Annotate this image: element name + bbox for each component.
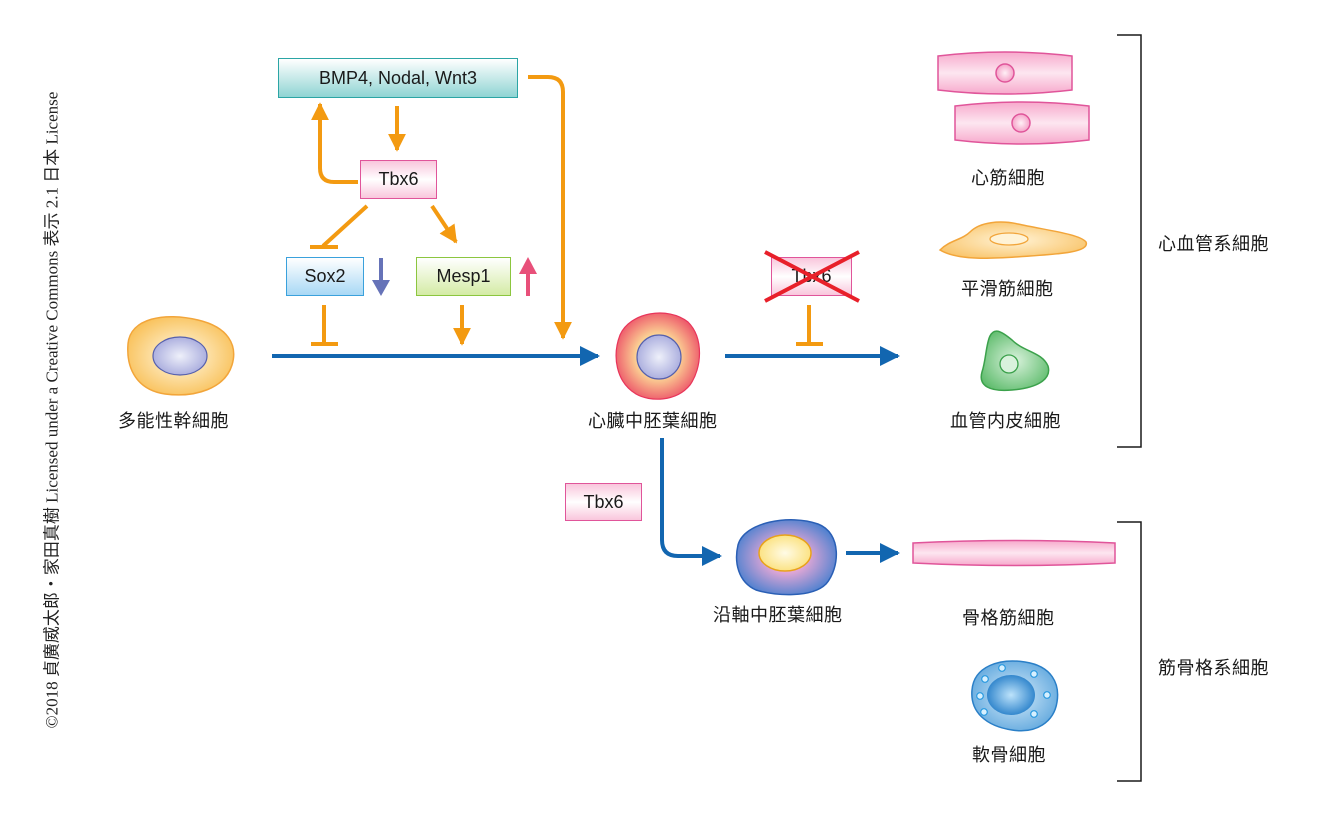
endothelial-label: 血管内皮細胞 bbox=[950, 411, 1061, 432]
mesp1-up-arrow-icon bbox=[519, 257, 537, 296]
copyright-notice: ©2018 貞廣威太郎・家田真樹 Licensed under a Creati… bbox=[42, 91, 62, 729]
cardiac-mesoderm-cell-icon bbox=[615, 312, 700, 400]
signaling-factors-box: BMP4, Nodal, Wnt3 bbox=[278, 58, 518, 98]
tbx6-box: Tbx6 bbox=[360, 160, 437, 199]
musculoskeletal-bracket bbox=[1117, 521, 1142, 782]
tbx6-inhibits-sox2 bbox=[321, 204, 369, 248]
sox2-box: Sox2 bbox=[286, 257, 364, 296]
cardiac-mesoderm-label: 心臓中胚葉細胞 bbox=[588, 411, 718, 432]
tbx6-paraxial-box: Tbx6 bbox=[565, 483, 642, 521]
mesp1-box: Mesp1 bbox=[416, 257, 511, 296]
paraxial-mesoderm-label: 沿軸中胚葉細胞 bbox=[713, 605, 843, 626]
tbx6-to-factors-arrow bbox=[311, 102, 358, 184]
tbx6-crossed-box: Tbx6 bbox=[771, 257, 852, 296]
cardiomyocyte-label: 心筋細胞 bbox=[971, 168, 1045, 189]
cardiovascular-bracket bbox=[1117, 34, 1142, 448]
pluripotent-stem-cell-label: 多能性幹細胞 bbox=[118, 411, 229, 432]
chondrocyte-label: 軟骨細胞 bbox=[972, 745, 1046, 766]
tbx6-to-mesp1-arrow bbox=[430, 204, 458, 244]
endothelial-cell-icon bbox=[980, 330, 1050, 392]
cardiomyocyte-icon bbox=[937, 51, 1090, 145]
cardiovascular-group-label: 心血管系細胞 bbox=[1158, 234, 1269, 255]
sox2-down-arrow-icon bbox=[372, 258, 390, 296]
smooth-muscle-label: 平滑筋細胞 bbox=[961, 279, 1054, 300]
cardiac-to-paraxial-arrow bbox=[660, 438, 722, 566]
smooth-muscle-cell-icon bbox=[938, 221, 1087, 259]
chondrocyte-icon bbox=[971, 660, 1059, 732]
pluripotent-stem-cell-icon bbox=[127, 315, 235, 396]
musculoskeletal-group-label: 筋骨格系細胞 bbox=[1158, 658, 1269, 679]
skeletal-muscle-label: 骨格筋細胞 bbox=[962, 608, 1055, 629]
skeletal-muscle-cell-icon bbox=[912, 539, 1116, 567]
paraxial-mesoderm-cell-icon bbox=[735, 519, 837, 596]
factors-to-main-arrow bbox=[528, 75, 572, 340]
